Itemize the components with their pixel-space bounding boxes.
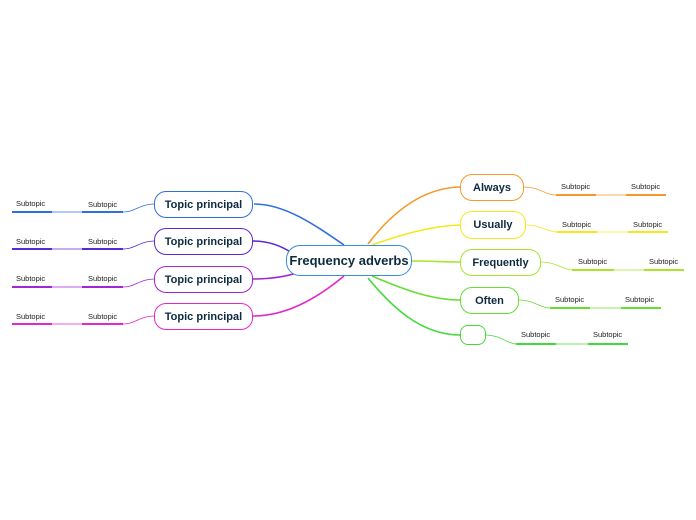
sub-connector-blank — [485, 334, 517, 345]
topic-principal-3[interactable]: Topic principal — [154, 266, 253, 293]
subtopic-underline — [588, 343, 628, 345]
topic-label: Topic principal — [164, 198, 243, 211]
subtopic-left-3a[interactable]: Subtopic — [16, 274, 46, 283]
subtopic-usually-2[interactable]: Subtopic — [633, 220, 663, 229]
topic-label: Usually — [473, 219, 513, 231]
connector-left-1 — [253, 203, 345, 246]
topic-principal-4[interactable]: Topic principal — [154, 303, 253, 330]
subtopic-underline — [556, 194, 596, 196]
topic-usually[interactable]: Usually — [460, 211, 526, 239]
sub-connector-always — [523, 186, 557, 196]
subtopic-underline — [550, 307, 590, 309]
subtopic-always-2[interactable]: Subtopic — [631, 182, 661, 191]
subtopic-blank-2[interactable]: Subtopic — [593, 330, 623, 339]
subtopic-underline — [516, 343, 556, 345]
subtopic-left-4b[interactable]: Subtopic — [88, 312, 118, 321]
subtopic-frequently-1[interactable]: Subtopic — [578, 257, 608, 266]
subtopic-blank-1[interactable]: Subtopic — [521, 330, 551, 339]
subtopic-underline — [12, 248, 52, 250]
topic-principal-2[interactable]: Topic principal — [154, 228, 253, 255]
connector-frequently — [411, 260, 461, 263]
sub-connector-frequently — [540, 261, 573, 271]
subtopic-underline — [621, 307, 661, 309]
subtopic-left-1a[interactable]: Subtopic — [16, 199, 46, 208]
topic-principal-1[interactable]: Topic principal — [154, 191, 253, 218]
sub-connector-left-4 — [122, 315, 155, 325]
connector-blank — [367, 277, 461, 336]
subtopic-underline — [12, 211, 52, 213]
subtopic-often-1[interactable]: Subtopic — [555, 295, 585, 304]
topic-label: Always — [473, 181, 511, 194]
subtopic-left-2b[interactable]: Subtopic — [88, 237, 118, 246]
subtopic-left-1b[interactable]: Subtopic — [88, 200, 118, 209]
topic-empty[interactable] — [460, 325, 486, 345]
subtopic-underline — [626, 194, 666, 196]
sub-connector-left-3 — [122, 278, 155, 288]
connector-often — [371, 275, 461, 301]
topic-label: Topic principal — [164, 273, 243, 286]
subtopic-underline — [82, 323, 123, 325]
topic-always[interactable]: Always — [460, 174, 524, 201]
subtopic-often-2[interactable]: Subtopic — [625, 295, 655, 304]
sub-connector-left-1 — [122, 203, 155, 213]
topic-frequently[interactable]: Frequently — [460, 249, 541, 276]
subtopic-left-3b[interactable]: Subtopic — [88, 274, 118, 283]
topic-often[interactable]: Often — [460, 287, 519, 314]
connector-always — [367, 186, 461, 245]
subtopic-underline — [628, 231, 668, 233]
subtopic-always-1[interactable]: Subtopic — [561, 182, 591, 191]
connector-usually — [371, 224, 461, 246]
subtopic-underline — [12, 323, 52, 325]
subtopic-underline — [12, 286, 52, 288]
topic-label: Often — [475, 294, 504, 307]
central-topic[interactable]: Frequency adverbs — [286, 245, 412, 276]
sub-connector-often — [518, 299, 551, 309]
topic-label: Frequently — [472, 256, 529, 269]
connector-left-4 — [252, 275, 345, 317]
subtopic-underline — [557, 231, 597, 233]
subtopic-underline — [82, 286, 123, 288]
subtopic-frequently-2[interactable]: Subtopic — [649, 257, 679, 266]
topic-label: Topic principal — [164, 235, 243, 248]
subtopic-left-2a[interactable]: Subtopic — [16, 237, 46, 246]
sub-connector-left-2 — [122, 240, 155, 250]
sub-connector-usually — [525, 224, 558, 233]
subtopic-underline — [572, 269, 614, 271]
subtopic-underline — [644, 269, 684, 271]
subtopic-left-4a[interactable]: Subtopic — [16, 312, 46, 321]
central-topic-label: Frequency adverbs — [289, 253, 409, 268]
subtopic-underline — [82, 211, 123, 213]
connector-left-2 — [252, 240, 293, 254]
topic-label: Topic principal — [164, 310, 243, 323]
subtopic-underline — [82, 248, 123, 250]
subtopic-usually-1[interactable]: Subtopic — [562, 220, 592, 229]
